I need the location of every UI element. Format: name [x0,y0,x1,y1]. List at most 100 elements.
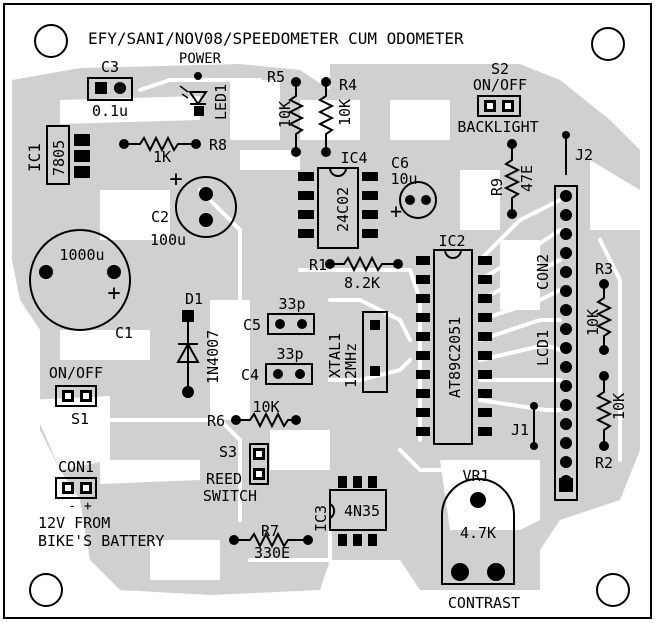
ic2-pin [478,294,492,303]
label-c5-value: 33p [278,295,305,313]
c4-capacitor [265,363,313,385]
ic4-eeprom [298,167,378,249]
ic2-pin [478,427,492,436]
label-power: POWER [179,51,222,67]
ic2-pin [416,313,430,322]
label-c1: C1 [115,324,133,342]
label-r7: R7 [261,522,279,540]
label-switch: SWITCH [203,487,257,505]
label-s1: S1 [71,410,89,428]
label-r8-value: 1K [153,148,171,166]
ic3-optocoupler [329,476,387,546]
label-c4: C4 [241,366,259,384]
r4-resistor [317,77,335,157]
copper-layer [12,64,640,595]
label-ic2: IC2 [438,232,465,250]
label-r3-value: 10K [584,309,602,336]
label-ic4-value: 24C02 [334,187,352,232]
r6-resistor [231,411,301,429]
c3-capacitor [87,77,133,101]
c1-capacitor [29,229,131,331]
label-s1-state: ON/OFF [49,364,103,382]
label-d1-value: 1N4007 [204,330,222,384]
d1-diode [176,310,200,398]
ic2-pin [416,275,430,284]
ic2-pin [478,408,492,417]
j1-jumper [530,402,538,450]
label-c3: C3 [101,58,119,76]
lcd-pin-1 [559,478,573,492]
label-vr1-value: 4.7K [460,524,496,542]
label-c6: C6 [391,154,409,172]
silkscreen-text: EFY/SANI/NOV08/SPEEDOMETER CUM ODOMETER … [25,29,628,612]
lcd-pin [560,323,572,335]
xtal1-crystal [362,311,388,393]
ic2-pin [416,370,430,379]
label-c3-value: 0.1u [92,102,128,120]
lcd-pin [560,247,572,259]
ic2-pin [416,294,430,303]
label-c2-value: 100u [150,231,186,249]
lcd-pin [560,285,572,297]
j2-jumper [562,131,570,175]
ic2-pin [478,389,492,398]
label-s2-state: ON/OFF [473,76,527,94]
r7-resistor [229,531,313,549]
label-s3: S3 [219,443,237,461]
r2-resistor [595,371,613,451]
label-j1: J1 [511,421,529,439]
label-c1-value: 1000u [59,246,104,264]
mount-hole-tl [34,24,68,58]
s2-switch [477,95,521,117]
label-r6: R6 [207,412,225,430]
label-contrast: CONTRAST [448,594,520,612]
mount-hole-br [596,573,630,607]
board-title: EFY/SANI/NOV08/SPEEDOMETER CUM ODOMETER [88,29,464,48]
label-ic2-value: AT89C2051 [446,317,464,398]
label-backlight: BACKLIGHT [457,118,538,136]
ic2-pin [416,427,430,436]
label-c2: C2 [151,208,169,226]
label-xtal1: XTAL1 [326,333,344,378]
c2-plus-mark: + [169,167,182,192]
mount-hole-bl [29,573,63,607]
label-c4-value: 33p [276,345,303,363]
label-r3: R3 [595,260,613,278]
r5-resistor [287,77,305,157]
lcd-pin [560,209,572,221]
label-r5-value: 10K [276,101,294,128]
label-c5: C5 [243,316,261,334]
ic2-pin [478,256,492,265]
label-r4: R4 [339,76,357,94]
lcd-pin [560,399,572,411]
label-ic4: IC4 [340,149,367,167]
label-r5: R5 [267,68,285,86]
ic2-pin [478,370,492,379]
lcd-pin [560,342,572,354]
ic1-regulator [46,125,90,185]
label-r2: R2 [595,454,613,472]
label-r9-value: 47E [518,165,536,192]
label-lcd1: LCD1 [534,330,552,366]
ic2-pin [478,313,492,322]
c5-capacitor [267,313,315,335]
s3-reed-switch [249,443,269,485]
label-con1: CON1 [58,458,94,476]
ic2-microcontroller [433,249,473,445]
lcd-pin [560,266,572,278]
mounting-holes [29,24,630,607]
lcd-pins [559,190,573,492]
ic2-pins [416,256,492,436]
label-led1: LED1 [212,84,230,120]
ic2-pin [416,408,430,417]
label-r8: R8 [209,136,227,154]
r9-resistor [503,139,521,219]
label-d1: D1 [185,290,203,308]
r8-resistor [119,135,201,153]
label-c6-value: 10u [390,170,417,188]
label-r1: R1 [309,256,327,274]
lcd-pin [560,228,572,240]
ic2-pin [416,389,430,398]
ic2-pin [416,351,430,360]
